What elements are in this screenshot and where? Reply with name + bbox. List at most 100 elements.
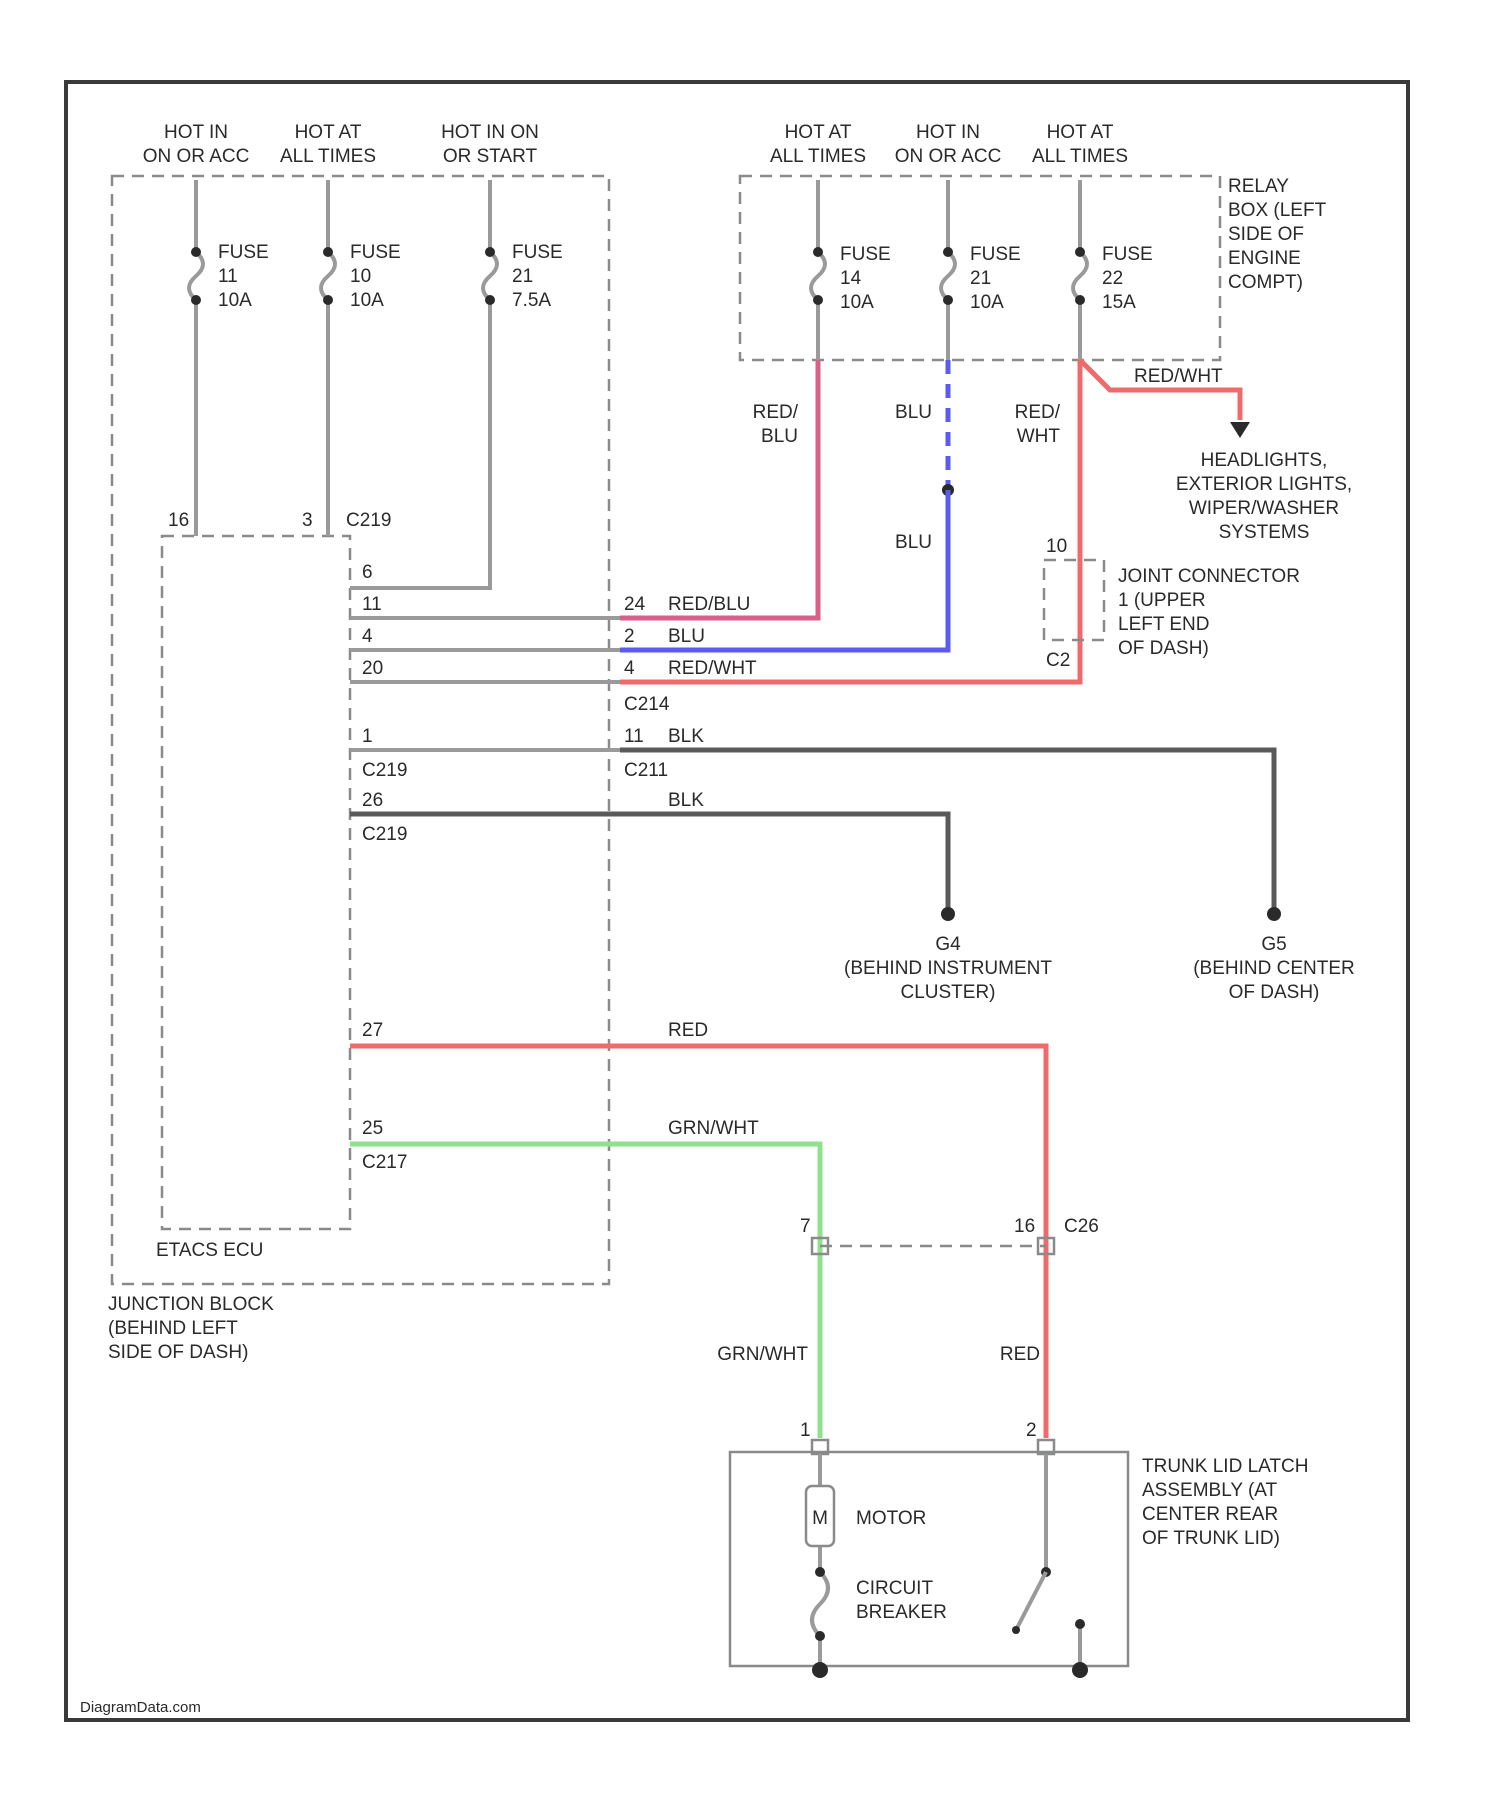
trunk-latch-label: TRUNK LID LATCH ASSEMBLY (AT CENTER REAR… <box>1142 1456 1308 1549</box>
fuse-label: FUSE <box>840 244 891 265</box>
relay-box-text: SIDE OF <box>1228 224 1304 245</box>
etacs-ecu-label: ETACS ECU <box>156 1240 263 1261</box>
fuse-terminal <box>485 247 495 257</box>
relay-box-text: BOX (LEFT <box>1228 200 1327 221</box>
fuse-terminal <box>485 295 495 305</box>
connector-label: C214 <box>624 694 670 715</box>
fuse-terminal <box>943 295 953 305</box>
fuse-terminal <box>191 295 201 305</box>
headlights-text: WIPER/WASHER <box>1189 498 1339 519</box>
switch-terminal <box>1075 1619 1085 1629</box>
wire-label: BLU <box>668 626 705 647</box>
pin-label: 3 <box>302 510 313 531</box>
joint-connector-text: JOINT CONNECTOR <box>1118 566 1300 587</box>
wire-label: RED <box>1000 1344 1040 1365</box>
connector-label: C219 <box>362 760 407 781</box>
wire-red-trunk <box>350 1046 1046 1438</box>
fuse-label: 10A <box>218 290 252 311</box>
fuse-label: FUSE <box>970 244 1021 265</box>
wire-blk-g4 <box>350 814 948 910</box>
headlights-text: SYSTEMS <box>1219 522 1310 543</box>
pin-label: 16 <box>1014 1216 1035 1237</box>
joint-connector-text: OF DASH) <box>1118 638 1209 659</box>
junction-block-text: SIDE OF DASH) <box>108 1342 248 1363</box>
switch-terminal <box>1012 1626 1020 1634</box>
fuse-label: 10A <box>970 292 1004 313</box>
pin-label: 24 <box>624 594 646 615</box>
fuse-terminal <box>323 295 333 305</box>
fuse-symbol <box>941 252 955 300</box>
pin-label: 20 <box>362 658 383 679</box>
fuse-terminal <box>323 247 333 257</box>
source-label: ALL TIMES <box>280 146 376 167</box>
fuse-label: FUSE <box>512 242 563 263</box>
wire-red-blu <box>620 360 818 618</box>
fuse-terminal <box>813 247 823 257</box>
right-fuse-labels: FUSE 14 10A FUSE 21 10A FUSE 22 15A <box>840 244 1153 313</box>
fuse-label: 21 <box>512 266 533 287</box>
pin-label: 26 <box>362 790 383 811</box>
wire-label-red-wht-v: RED/ <box>1015 402 1061 423</box>
pin-label: 4 <box>362 626 373 647</box>
fuse-symbol <box>1073 252 1087 300</box>
source-labels-right: HOT AT ALL TIMES HOT IN ON OR ACC HOT AT… <box>770 122 1128 167</box>
relay-box-text: ENGINE <box>1228 248 1301 269</box>
relay-box-text: COMPT) <box>1228 272 1303 293</box>
pin-label: 4 <box>624 658 635 679</box>
wire-label-blu: BLU <box>895 532 932 553</box>
fuse-label: 14 <box>840 268 862 289</box>
connector-label: C26 <box>1064 1216 1099 1237</box>
fuse-label: 11 <box>218 266 238 287</box>
fuse-terminal <box>1075 247 1085 257</box>
fuse-label: FUSE <box>218 242 269 263</box>
joint-connector-text: LEFT END <box>1118 614 1210 635</box>
circuit-breaker-icon <box>812 1572 828 1670</box>
junction-block-outline <box>112 176 609 1284</box>
fuse-symbol <box>189 252 203 300</box>
trunk-latch-text: OF TRUNK LID) <box>1142 1528 1280 1549</box>
watermark: DiagramData.com <box>80 1699 201 1716</box>
fuse-terminal <box>191 247 201 257</box>
relay-box-label: RELAY BOX (LEFT SIDE OF ENGINE COMPT) <box>1228 176 1327 293</box>
ecu-pin-labels: 16 3 C219 6 11 4 20 1 C219 26 C219 27 25… <box>168 510 407 1173</box>
source-label: HOT IN <box>916 122 980 143</box>
wire-label: RED/WHT <box>668 658 757 679</box>
source-label: ALL TIMES <box>1032 146 1128 167</box>
wire-label-blu: BLU <box>895 402 932 423</box>
connector-label: C219 <box>362 824 407 845</box>
wire-label: GRN/WHT <box>668 1118 759 1139</box>
source-label: ON OR ACC <box>895 146 1002 167</box>
ground-text: OF DASH) <box>1229 982 1320 1003</box>
fuse-symbol <box>321 252 335 300</box>
fuse-label: 7.5A <box>512 290 551 311</box>
wire-label: BLK <box>668 790 704 811</box>
pin-label: 11 <box>362 594 382 615</box>
fuse-label: 10A <box>350 290 384 311</box>
pin-label: 1 <box>800 1420 811 1441</box>
trunk-latch-text: ASSEMBLY (AT <box>1142 1480 1278 1501</box>
headlights-label: HEADLIGHTS, EXTERIOR LIGHTS, WIPER/WASHE… <box>1176 450 1352 543</box>
ground-labels: G4 (BEHIND INSTRUMENT CLUSTER) G5 (BEHIN… <box>844 934 1355 1003</box>
ground-terminal <box>1072 1662 1088 1678</box>
wire-labels-horizontal: RED/BLU BLU RED/WHT BLK BLK RED GRN/WHT <box>668 594 759 1139</box>
ground-id: G4 <box>935 934 961 955</box>
motor-label: MOTOR <box>856 1508 926 1529</box>
pin-label: 16 <box>168 510 189 531</box>
headlights-text: EXTERIOR LIGHTS, <box>1176 474 1352 495</box>
junction-block-text: JUNCTION BLOCK <box>108 1294 274 1315</box>
left-fuse-labels: FUSE 11 10A FUSE 10 10A FUSE 21 7.5A <box>218 242 563 311</box>
fuse-terminal <box>943 247 953 257</box>
fuse-label: 15A <box>1102 292 1136 313</box>
connector-label: C219 <box>346 510 391 531</box>
ground-text: (BEHIND INSTRUMENT <box>844 958 1052 979</box>
joint-connector-label: JOINT CONNECTOR 1 (UPPER LEFT END OF DAS… <box>1118 566 1300 659</box>
source-label: HOT IN <box>164 122 228 143</box>
breaker-terminal <box>815 1631 825 1641</box>
fuse-label: 10A <box>840 292 874 313</box>
pin-label: 11 <box>624 726 644 747</box>
source-label: HOT AT <box>1047 122 1114 143</box>
switch-icon <box>1016 1572 1046 1630</box>
ground-text: (BEHIND CENTER <box>1193 958 1355 979</box>
wire-label: BLK <box>668 726 704 747</box>
